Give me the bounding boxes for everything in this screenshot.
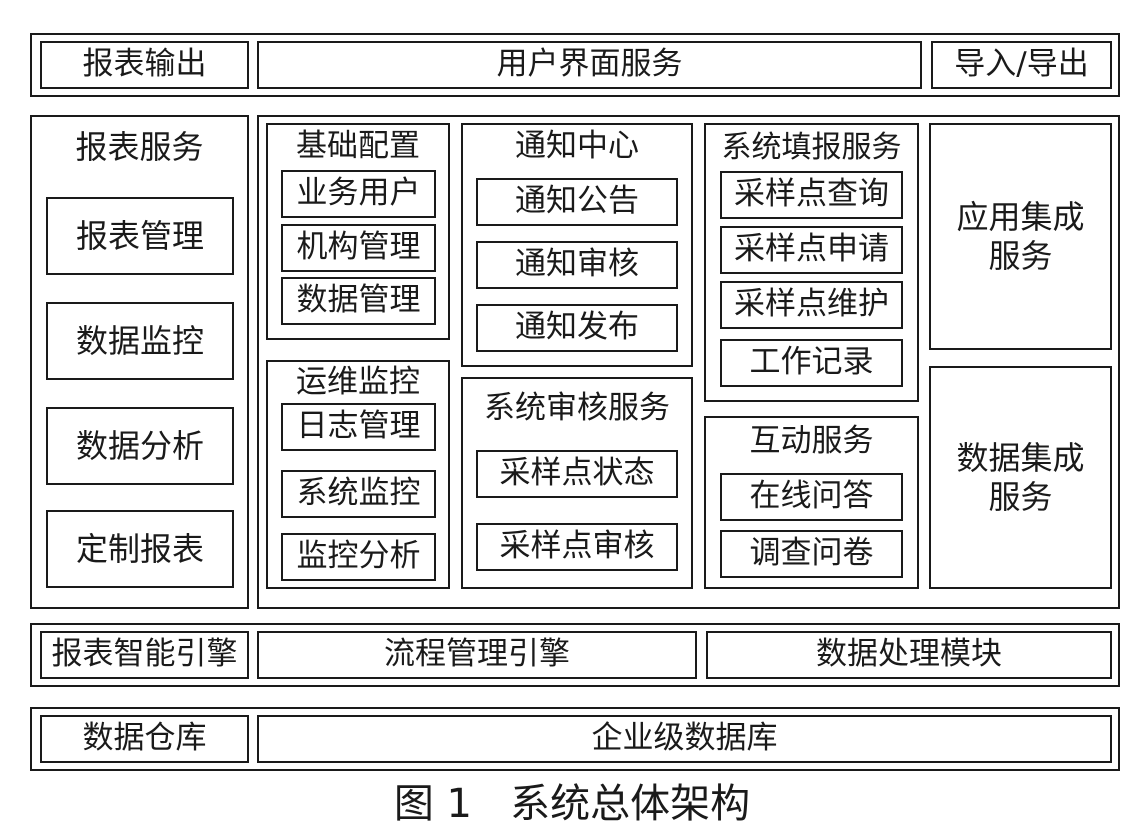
basic-data-management-box: 数据管理: [281, 277, 436, 325]
sampling-maintain-box: 采样点维护: [720, 281, 903, 329]
notify-center-title: 通知中心: [515, 128, 639, 164]
basic-config-title: 基础配置: [296, 128, 420, 164]
sampling-status-box: 采样点状态: [476, 450, 678, 498]
app-integration-box: 应用集成 服务: [929, 123, 1112, 350]
notice-review-box: 通知审核: [476, 241, 678, 289]
figure-caption: 图 1 系统总体架构: [393, 781, 751, 827]
data-integration-line1: 数据集成: [956, 439, 1085, 478]
notice-announcement-box: 通知公告: [476, 178, 678, 226]
sampling-query-box: 采样点查询: [720, 171, 903, 219]
online-qa-box: 在线问答: [720, 473, 903, 521]
flow-engine-box: 流程管理引擎: [257, 631, 697, 679]
report-management-box: 报表管理: [46, 197, 234, 275]
monitoring-analysis-box: 监控分析: [281, 533, 436, 581]
ui-service-box: 用户界面服务: [257, 41, 922, 89]
report-engine-box: 报表智能引擎: [40, 631, 249, 679]
report-service-title: 报表服务: [75, 128, 204, 166]
data-monitoring-box: 数据监控: [46, 302, 234, 380]
survey-box: 调查问卷: [720, 530, 903, 578]
data-warehouse-box: 数据仓库: [40, 715, 249, 763]
interact-service-title: 互动服务: [749, 423, 874, 459]
data-analysis-box: 数据分析: [46, 407, 234, 485]
report-output-box: 报表输出: [40, 41, 249, 89]
enterprise-database-box: 企业级数据库: [257, 715, 1112, 763]
log-management-box: 日志管理: [281, 403, 436, 451]
audit-service-title: 系统审核服务: [484, 390, 670, 426]
notice-publish-box: 通知发布: [476, 304, 678, 352]
custom-report-box: 定制报表: [46, 510, 234, 588]
work-record-box: 工作记录: [720, 339, 903, 387]
sampling-review-box: 采样点审核: [476, 523, 678, 571]
data-integration-box: 数据集成 服务: [929, 366, 1112, 589]
sampling-apply-box: 采样点申请: [720, 226, 903, 274]
ops-monitor-title: 运维监控: [296, 364, 420, 400]
data-processing-module-box: 数据处理模块: [706, 631, 1112, 679]
org-management-box: 机构管理: [281, 224, 436, 272]
app-integration-line2: 服务: [988, 236, 1053, 275]
app-integration-line1: 应用集成: [956, 198, 1085, 237]
system-monitoring-box: 系统监控: [281, 470, 436, 518]
fill-service-title: 系统填报服务: [721, 130, 902, 165]
business-user-box: 业务用户: [281, 170, 436, 218]
data-integration-line2: 服务: [988, 477, 1053, 516]
import-export-box: 导入/导出: [931, 41, 1112, 89]
